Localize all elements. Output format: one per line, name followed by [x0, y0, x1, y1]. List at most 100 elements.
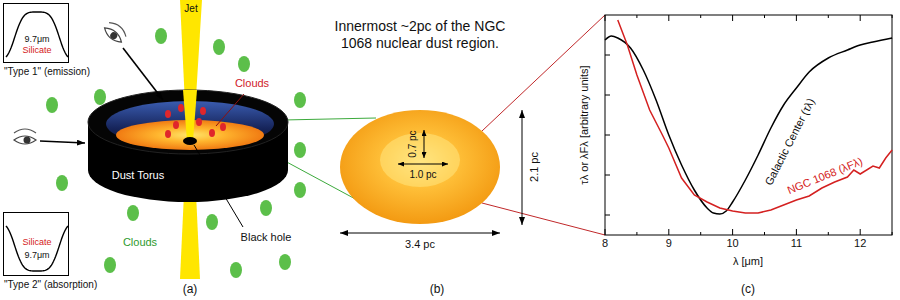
dust-torus: Dust Torus — [86, 88, 290, 204]
axis-tick — [828, 232, 829, 235]
ellipse-shape — [260, 200, 272, 216]
path-shape — [14, 136, 36, 144]
ellipse-shape — [94, 89, 106, 105]
tick-label: 10 — [726, 237, 738, 250]
spectrum-curve — [618, 20, 892, 213]
axis-tick — [732, 229, 733, 235]
feature-label: Silicate — [22, 237, 51, 248]
ellipse-shape — [165, 110, 171, 118]
panel-letter: (b) — [430, 282, 445, 296]
axis-tick — [605, 215, 610, 216]
cloud-group — [165, 104, 226, 138]
ellipse-shape — [173, 121, 179, 129]
tick-label: 11 — [791, 237, 802, 250]
ellipse-shape — [294, 92, 306, 108]
dimension-label: 0.7 pc — [407, 130, 419, 157]
ellipse-shape — [206, 214, 218, 230]
axis-tick — [892, 15, 893, 18]
circle-shape — [109, 31, 119, 41]
wavelength-label: 9.7μm — [24, 250, 49, 261]
dimension-label: 1.0 pc — [409, 169, 436, 181]
axis-tick — [732, 15, 733, 21]
jet — [183, 90, 197, 141]
axis-tick — [892, 232, 893, 235]
dimension-arrow — [340, 233, 500, 234]
axis-tick — [828, 15, 829, 18]
tick-label: 12 — [854, 237, 866, 250]
panel-heading: Innermost ~2pc of the NGC 1068 nuclear d… — [333, 18, 508, 52]
cloud-label: Clouds — [123, 236, 157, 249]
axis-tick — [636, 232, 637, 235]
axis-tick — [605, 135, 610, 136]
ellipse-shape — [196, 118, 202, 126]
ellipse-shape — [165, 130, 171, 138]
torus-top — [88, 90, 288, 154]
tick-label: 8 — [602, 237, 608, 250]
leader-line — [216, 94, 244, 126]
view-arrow — [40, 141, 85, 143]
ellipse-shape — [127, 205, 139, 221]
feature-label: Silicate — [22, 45, 51, 56]
axis-tick — [764, 232, 765, 235]
dimension-label: 2.1 pc — [528, 152, 541, 182]
spectrum-inset: Silicate9.7μm"Type 2" (absorption) — [3, 212, 69, 276]
axis-tick — [700, 232, 701, 235]
axis-tick — [860, 15, 861, 21]
axis-tick — [605, 175, 610, 176]
axis-tick — [668, 15, 669, 21]
spectrum-curve — [6, 12, 68, 57]
ellipse-shape — [213, 39, 225, 55]
eye-icon — [14, 129, 36, 144]
torus-drawing — [86, 88, 290, 204]
panel-letter: (a) — [183, 282, 198, 296]
ellipse-shape — [209, 129, 215, 137]
ellipse-shape — [238, 56, 250, 72]
tick-label: 9 — [666, 237, 672, 250]
panel-letter: (c) — [741, 282, 755, 296]
axis-tick — [636, 15, 637, 18]
axis-tick — [764, 15, 765, 18]
axis-tick — [605, 55, 610, 56]
axis-tick — [796, 15, 797, 21]
view-arrow — [123, 48, 163, 100]
ellipse-shape — [46, 97, 58, 113]
axis-tick — [605, 15, 606, 21]
eye-icon — [102, 20, 128, 46]
wavelength-label: 9.7μm — [24, 34, 49, 45]
axis-tick — [668, 229, 669, 235]
ellipse-shape — [155, 28, 167, 44]
curve-label: NGC 1068 (λFλ) — [785, 155, 864, 197]
spectrum-inset: 9.7μmSilicate"Type 1" (emission) — [3, 3, 69, 63]
ellipse-shape — [220, 123, 226, 131]
callout-label: Black hole — [241, 231, 292, 244]
leader-line — [194, 145, 243, 227]
spectrum-curve — [605, 36, 892, 214]
plot-frame — [605, 15, 892, 235]
zoom-line — [482, 203, 605, 235]
dimension-arrow — [398, 164, 448, 165]
dimension-label: 3.4 pc — [405, 238, 435, 251]
jet-label: Jet — [184, 3, 197, 15]
plot-area — [605, 15, 892, 235]
ellipse-shape — [104, 257, 116, 273]
inset-heading: "Type 1" (emission) — [4, 66, 90, 78]
axis-title: τλ or λFλ [arbitrary units] — [578, 65, 591, 184]
axis-tick — [605, 229, 606, 235]
axis-title: λ [μm] — [733, 255, 763, 268]
axis-tick — [860, 229, 861, 235]
torus-label: Dust Torus — [112, 169, 164, 182]
zoom-line — [283, 118, 376, 120]
dimension-arrow — [424, 130, 425, 158]
dust-region — [340, 110, 500, 224]
axis-tick — [796, 229, 797, 235]
black-hole — [183, 137, 197, 145]
circle-shape — [24, 137, 31, 144]
axis-tick — [700, 15, 701, 18]
axis-tick — [605, 95, 610, 96]
ellipse-shape — [230, 262, 242, 278]
inset-heading: "Type 2" (absorption) — [4, 279, 97, 291]
spectrum-curve — [6, 226, 68, 271]
dimension-arrow — [522, 110, 523, 225]
path-shape — [14, 129, 36, 133]
